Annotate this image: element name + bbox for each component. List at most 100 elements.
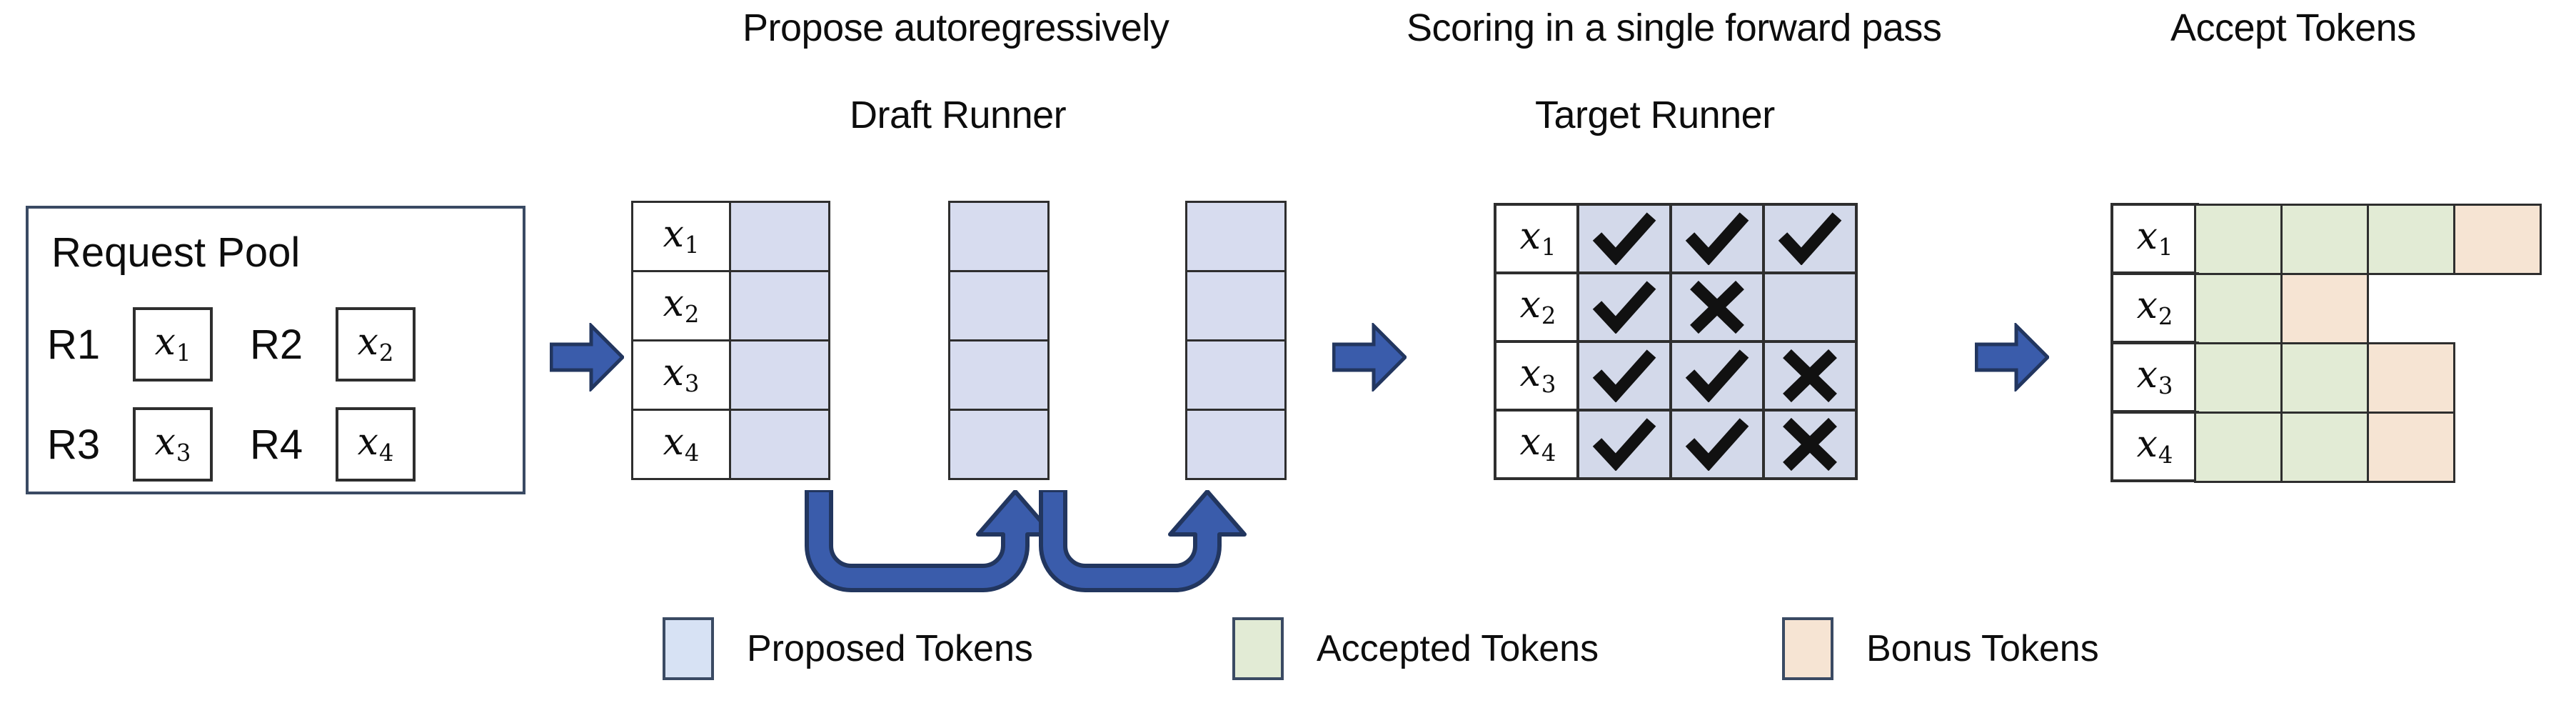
draft-row-label-x3: x3: [631, 339, 731, 411]
caption-propose-autoregressively: Propose autoregressively: [743, 6, 1169, 49]
caption-target-runner: Target Runner: [1535, 94, 1775, 136]
right-arrow-icon: [549, 321, 625, 394]
draft-loop-arrow-2: [1039, 490, 1247, 592]
draft-step-2: [948, 201, 1050, 480]
target-score-cell: [1576, 203, 1672, 274]
draft-proposed-cell: [729, 201, 830, 272]
check-icon: [1778, 212, 1842, 265]
token-x3: x3: [154, 421, 191, 467]
token-x4: x4: [663, 421, 700, 467]
draft-row: x1: [631, 201, 830, 272]
draft-row: x3: [631, 339, 830, 411]
stage-transition-arrow-2: [1332, 321, 1408, 394]
caption-scoring-forward-pass: Scoring in a single forward pass: [1407, 6, 1942, 49]
token-x3: x3: [2136, 354, 2173, 400]
target-row: x1: [1494, 203, 1858, 274]
target-score-cell: [1669, 340, 1765, 412]
cross-icon: [1783, 418, 1837, 471]
draft-row: [948, 339, 1050, 411]
check-icon: [1685, 418, 1749, 471]
target-row: x2: [1494, 271, 1858, 343]
token-x4: x4: [1519, 421, 1556, 467]
legend-label-proposed: Proposed Tokens: [747, 628, 1033, 669]
token-x2: x2: [357, 321, 394, 367]
token-x3: x3: [1519, 352, 1556, 399]
check-icon: [1592, 349, 1656, 402]
right-arrow-icon: [1974, 321, 2051, 394]
request-pool-title: Request Pool: [51, 229, 301, 276]
request-entry-r4[interactable]: R4 x4: [250, 407, 416, 482]
token-x2: x2: [2136, 284, 2173, 331]
accept-row: x4: [2110, 411, 2542, 483]
accepted-token-cell: [2194, 342, 2283, 414]
draft-row: [948, 201, 1050, 272]
token-x4: x4: [357, 421, 394, 467]
bonus-token-cell: [2367, 412, 2455, 483]
request-label-r2: R2: [250, 321, 303, 368]
target-score-cell: [1762, 409, 1858, 480]
cross-icon: [1783, 349, 1837, 402]
request-token-cell-r1: x1: [133, 307, 213, 382]
stage-transition-arrow-1: [549, 321, 625, 394]
legend-item-accepted: Accepted Tokens: [1232, 617, 1599, 680]
draft-row: [1185, 270, 1287, 341]
bonus-token-cell: [2453, 204, 2542, 275]
accept-row: x2: [2110, 272, 2542, 344]
draft-row: [948, 409, 1050, 480]
accepted-token-cell: [2194, 204, 2283, 275]
accepted-token-cell: [2280, 412, 2369, 483]
draft-row: x4: [631, 409, 830, 480]
request-entry-r1[interactable]: R1 x1: [47, 307, 213, 382]
accepted-token-cell: [2280, 342, 2369, 414]
target-score-cell-empty: [1762, 271, 1858, 343]
accept-row-label-x4: x4: [2110, 411, 2199, 482]
accept-row-label-x2: x2: [2110, 272, 2199, 344]
accepted-token-cell: [2367, 204, 2455, 275]
target-row-label-x1: x1: [1494, 203, 1582, 274]
accept-tokens-grid: x1 x2 x3 x4: [2110, 203, 2542, 483]
token-x2: x2: [663, 282, 700, 329]
draft-row: x2: [631, 270, 830, 341]
token-x1: x1: [154, 321, 191, 367]
token-x2: x2: [1519, 284, 1556, 330]
right-arrow-icon: [1332, 321, 1408, 394]
accept-row: x3: [2110, 341, 2542, 414]
draft-proposed-cell: [1185, 270, 1287, 341]
draft-row-label-x1: x1: [631, 201, 731, 272]
check-icon: [1685, 349, 1749, 402]
request-token-cell-r2: x2: [336, 307, 416, 382]
target-score-cell: [1669, 203, 1765, 274]
draft-row: [1185, 339, 1287, 411]
cross-icon: [1690, 281, 1744, 334]
legend-swatch-bonus: [1782, 617, 1833, 680]
bonus-token-cell: [2280, 273, 2369, 344]
caption-accept-tokens: Accept Tokens: [2170, 6, 2416, 49]
target-row: x4: [1494, 409, 1858, 480]
legend: Proposed Tokens Accepted Tokens Bonus To…: [0, 612, 2576, 690]
draft-proposed-cell: [729, 270, 830, 341]
bonus-token-cell: [2367, 342, 2455, 414]
accept-row: x1: [2110, 203, 2542, 275]
draft-proposed-cell: [729, 409, 830, 480]
target-score-cell: [1576, 340, 1672, 412]
draft-proposed-cell: [1185, 201, 1287, 272]
request-token-cell-r4: x4: [336, 407, 416, 482]
legend-label-accepted: Accepted Tokens: [1317, 628, 1599, 669]
draft-proposed-cell: [1185, 409, 1287, 480]
target-row-label-x2: x2: [1494, 271, 1582, 343]
target-score-cell: [1576, 271, 1672, 343]
legend-item-bonus: Bonus Tokens: [1782, 617, 2099, 680]
request-entry-r3[interactable]: R3 x3: [47, 407, 213, 482]
draft-proposed-cell: [1185, 339, 1287, 411]
draft-proposed-cell: [729, 339, 830, 411]
target-row-label-x4: x4: [1494, 409, 1582, 480]
request-entry-r2[interactable]: R2 x2: [250, 307, 416, 382]
legend-swatch-proposed: [663, 617, 714, 680]
request-token-cell-r3: x3: [133, 407, 213, 482]
request-label-r3: R3: [47, 421, 101, 468]
target-row: x3: [1494, 340, 1858, 412]
target-score-cell: [1762, 340, 1858, 412]
draft-step-3: [1185, 201, 1287, 480]
draft-step-1: x1 x2 x3 x4: [631, 201, 830, 480]
token-x3: x3: [663, 352, 700, 398]
